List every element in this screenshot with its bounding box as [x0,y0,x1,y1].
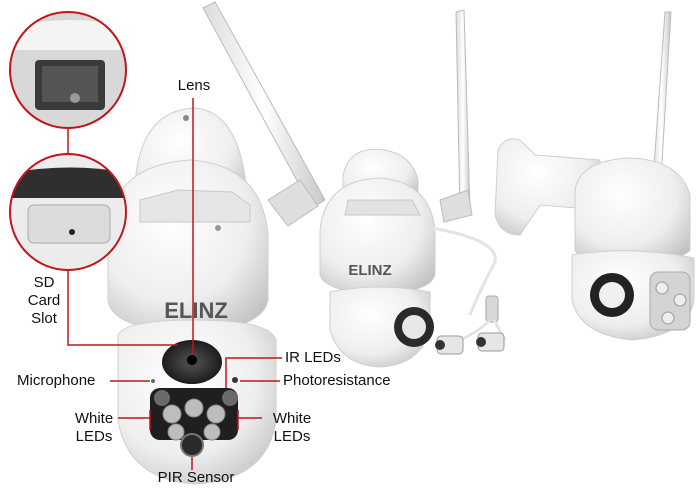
label-lens: Lens [177,77,211,94]
label-ir-leds: IR LEDs [285,349,341,366]
label-sd-card-slot: SD Card Slot [24,274,64,328]
white-led [167,423,185,441]
middle-brand-text: ELINZ [348,262,391,279]
label-sd-line-2: Card [27,292,61,309]
photoresistor [232,377,238,383]
white-led [162,404,182,424]
pir-sensor-window [180,433,204,457]
label-microphone: Microphone [17,372,96,389]
white-led [184,398,204,418]
label-pir-sensor: PIR Sensor [157,469,235,486]
label-white-leds-right-line-2: LEDs [273,428,311,445]
label-sd-line-1: SD [33,274,55,291]
white-leds-left-callout [118,410,151,430]
ir-leds-callout [225,357,282,388]
label-white-leds-right-line-1: White [272,410,312,427]
lens [185,353,199,367]
main-brand-text: ELINZ [164,298,228,323]
sd-slot-callout [67,270,178,346]
main-camera: ELINZ [107,1,326,485]
right-camera [494,11,695,341]
white-led [206,404,226,424]
white-leds-right-callout [237,410,262,430]
label-white-leds-left: White LEDs [68,410,120,446]
main-antenna [202,1,326,209]
callout-lines [67,98,282,470]
label-white-leds-left-line-2: LEDs [75,428,113,445]
white-led [203,423,221,441]
inset-sd-top [9,11,127,129]
microphone-hole [151,379,155,383]
middle-camera: ELINZ [319,9,507,368]
label-white-leds-left-line-1: White [74,410,114,427]
label-white-leds-right: White LEDs [266,410,318,446]
label-sd-line-3: Slot [31,310,57,327]
label-photoresistance: Photoresistance [283,372,391,389]
